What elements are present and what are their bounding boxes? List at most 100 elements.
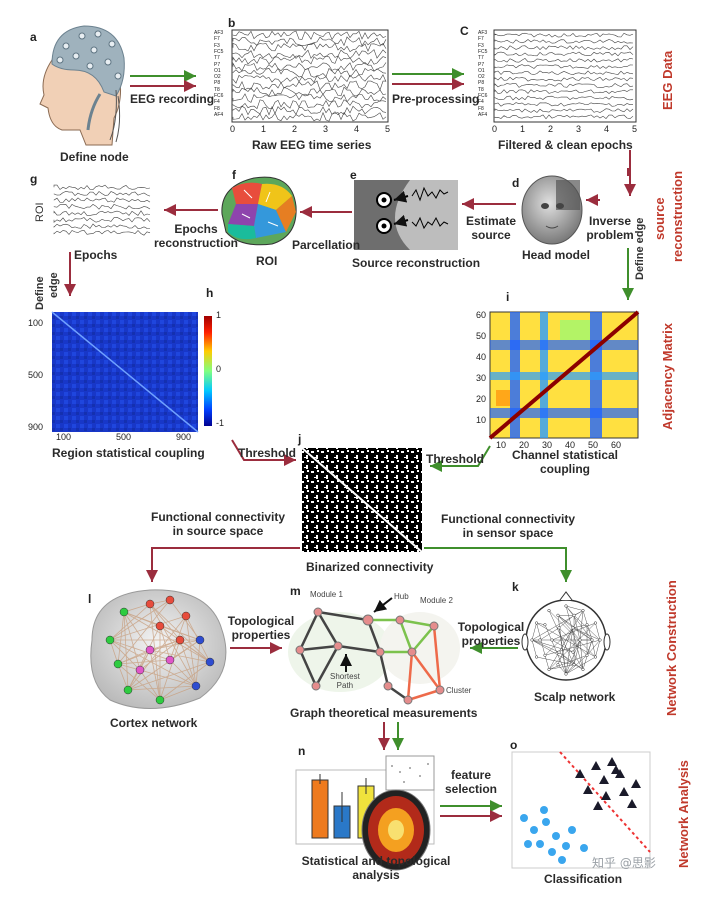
statistical-analysis-image — [295, 755, 435, 871]
topo-left-line2: properties — [231, 628, 291, 642]
fc-sensor-line1: Functional connectivity — [440, 512, 575, 526]
feature-line1: feature — [450, 768, 491, 782]
raw-channel-tick: P7 — [214, 61, 221, 68]
filtered-channel-tick: T7 — [478, 55, 484, 62]
side-label-adjacency: Adjacency Matrix — [660, 323, 675, 430]
raw-channel-tick: F7 — [214, 36, 220, 43]
filtered-channel-tick: AF4 — [478, 111, 488, 118]
filtered-channel-tick: F8 — [478, 105, 484, 112]
h-y-tick: 500 — [28, 370, 44, 380]
estimate-line2: source — [471, 228, 511, 242]
binarized-matrix — [301, 447, 423, 553]
i-y-tick: 10 — [476, 415, 487, 425]
i-x-tick: 60 — [611, 440, 622, 450]
fc-source-line2: in source space — [172, 524, 264, 538]
raw-x-tick: 0 — [230, 124, 236, 134]
side-source-line1: source — [652, 197, 667, 240]
panel-letter-a: a — [30, 30, 37, 44]
filtered-channel-tick: AF3 — [478, 30, 488, 36]
roi-epoch-traces — [53, 184, 151, 236]
i-x-tick: 20 — [519, 440, 530, 450]
roi-brain-image — [221, 176, 297, 246]
h-x-tick: 900 — [176, 432, 192, 442]
stat-topo-line1: Statistical and topological — [301, 854, 451, 868]
raw-channel-tick: T7 — [214, 55, 220, 62]
fc-source-line1: Functional connectivity — [150, 510, 285, 524]
scalp-network-image — [521, 591, 611, 681]
raw-x-tick: 5 — [385, 124, 391, 134]
filtered-x-tick: 5 — [632, 124, 638, 134]
epochs-label: Epochs — [74, 248, 118, 262]
classification-plot — [511, 751, 651, 869]
raw-x-tick: 4 — [354, 124, 360, 134]
raw-eeg-plot — [231, 29, 389, 123]
panel-letter-f: f — [232, 168, 236, 182]
filtered-channel-tick: F3 — [478, 42, 484, 49]
raw-channel-tick: F4 — [214, 99, 220, 106]
classification-label: Classification — [544, 872, 623, 886]
filtered-channel-tick: O2 — [478, 74, 485, 81]
h-y-tick: 100 — [28, 318, 44, 328]
shortest-line2: Path — [336, 681, 354, 690]
define-edge-left-line2: edge — [48, 272, 60, 298]
pre-processing-label: Pre-processing — [392, 92, 480, 106]
scalp-network-label: Scalp network — [534, 690, 616, 704]
define-edge-right-label: Define edge — [634, 217, 646, 280]
filtered-x-tick: 4 — [604, 124, 610, 134]
roi-axis-label: ROI — [34, 202, 46, 222]
epochs-recon-line2: reconstruction — [154, 236, 239, 250]
side-label-eeg-data: EEG Data — [660, 50, 675, 110]
heatmap-colorbar — [204, 316, 212, 426]
filtered-channel-tick: P7 — [478, 61, 485, 68]
panel-letter-o: o — [510, 738, 518, 752]
cortex-network-image — [90, 589, 227, 709]
h-y-tick: 900 — [28, 422, 44, 432]
stat-topo-line2: analysis — [352, 868, 400, 882]
inverse-line1: Inverse — [588, 214, 632, 228]
filtered-channel-tick: P8 — [478, 80, 485, 87]
panel-letter-e: e — [350, 168, 357, 182]
estimate-line1: Estimate — [466, 214, 517, 228]
raw-x-tick: 2 — [292, 124, 298, 134]
i-y-tick: 30 — [476, 373, 487, 383]
head-model-label: Head model — [522, 248, 591, 262]
raw-channel-tick: P8 — [214, 80, 221, 87]
panel-letter-k: k — [512, 580, 519, 594]
raw-eeg-label: Raw EEG time series — [252, 138, 372, 152]
cortex-network-label: Cortex network — [110, 716, 198, 730]
h-colorbar-tick: -1 — [216, 418, 225, 428]
panel-letter-l: l — [88, 592, 92, 606]
watermark-text: 知乎 @思影 — [592, 856, 656, 870]
filtered-x-tick: 1 — [520, 124, 526, 134]
raw-channel-tick: T8 — [214, 86, 220, 93]
panel-letter-j: j — [298, 432, 302, 446]
roi-label: ROI — [256, 254, 278, 268]
filtered-epochs-label: Filtered & clean epochs — [498, 138, 633, 152]
define-edge-left-line1: Define — [34, 276, 46, 310]
filtered-channel-tick: FC6 — [478, 93, 488, 99]
topo-left-line1: Topological — [227, 614, 295, 628]
panel-letter-h: h — [206, 286, 214, 300]
eeg-recording-label: EEG recording — [130, 92, 215, 106]
inverse-line2: problem — [586, 228, 634, 242]
filtered-channel-tick: F4 — [478, 99, 484, 106]
threshold-left-label: Threshold — [238, 446, 297, 460]
channel-coupling-heatmap — [488, 310, 640, 440]
epochs-recon-line1: Epochs — [174, 222, 218, 236]
panel-letter-c: C — [460, 24, 469, 38]
side-label-network-construction: Network Construction — [664, 580, 679, 716]
i-y-tick: 50 — [476, 331, 487, 341]
binarized-label: Binarized connectivity — [306, 560, 434, 574]
filtered-channel-tick: FC5 — [478, 48, 488, 55]
threshold-right-label: Threshold — [426, 452, 485, 466]
topo-right-line2: properties — [461, 634, 521, 648]
panel-letter-g: g — [30, 172, 38, 186]
topo-right-line1: Topological — [457, 620, 525, 634]
side-label-source-recon-2: reconstruction — [670, 170, 685, 262]
